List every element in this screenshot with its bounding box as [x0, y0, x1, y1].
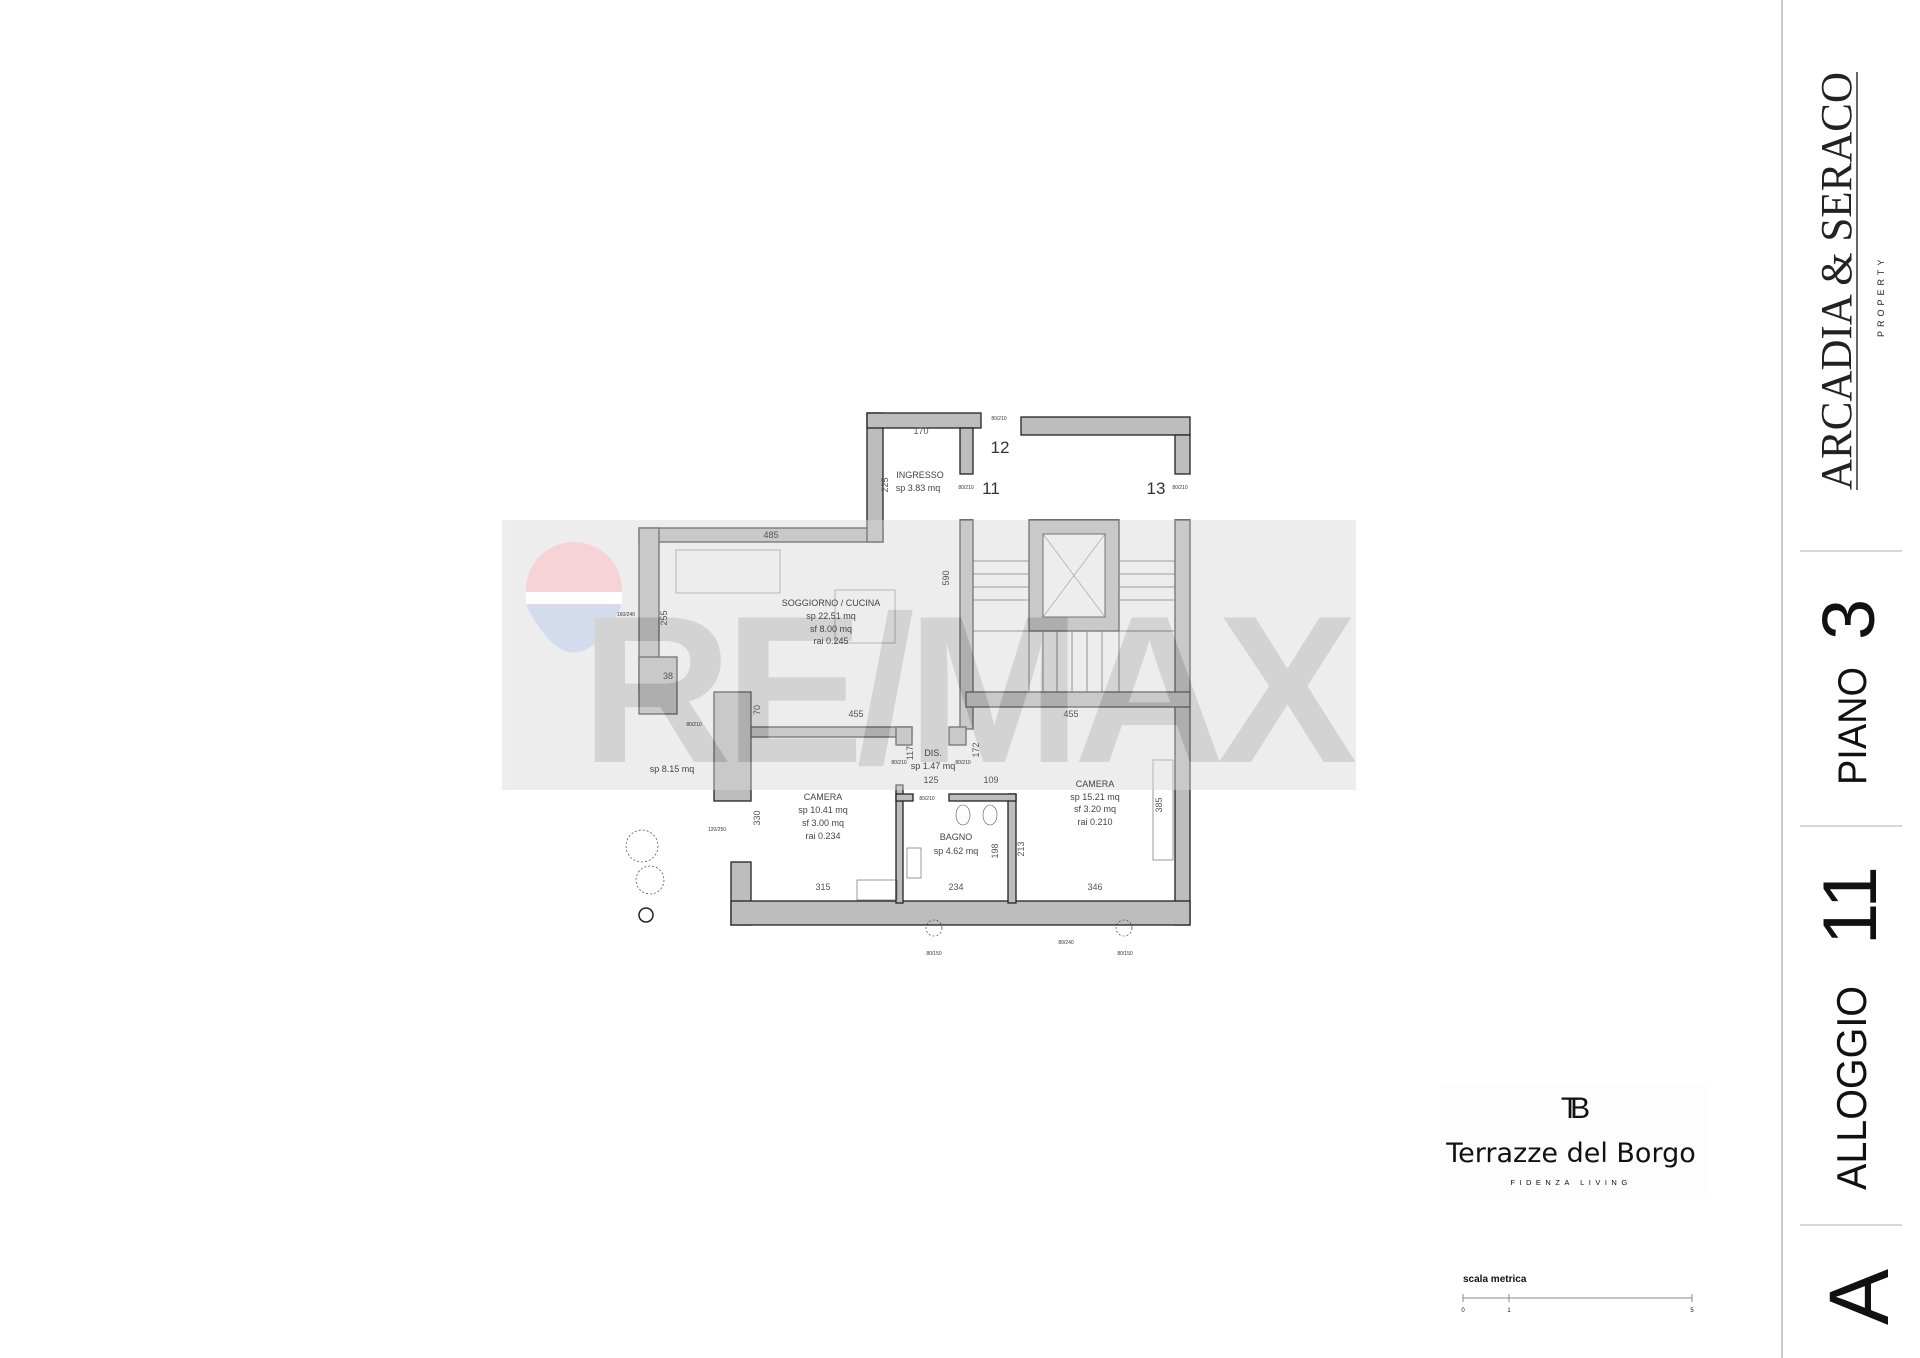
window-label: 80/240 [1058, 940, 1074, 946]
dimension-label: 125 [923, 775, 938, 785]
scale-tick: 0 [1461, 1308, 1465, 1314]
terrace-area: sp 8.15 mq [650, 764, 695, 774]
door-label: 80/210 [958, 485, 974, 491]
dimension-label: 330 [752, 810, 762, 825]
agency-logo-sub: PROPERTY [1876, 256, 1886, 337]
dimension-label: 172 [971, 742, 981, 757]
unit-value: 11 [1808, 866, 1893, 945]
dimension-label: 455 [848, 709, 863, 719]
unit-number-13: 13 [1147, 479, 1166, 498]
dimension-label: 70 [752, 705, 762, 715]
room-name-ingresso: INGRESSO [896, 470, 944, 480]
agency-logo-name: ARCADIA & SERACO [1812, 72, 1861, 490]
room-rai: rai 0.245 [813, 636, 848, 646]
dimension-label: 455 [1063, 709, 1078, 719]
furniture [638, 549, 1174, 923]
dimension-label: 255 [659, 610, 669, 625]
dimension-label: 590 [941, 570, 951, 585]
building-letter: A [1812, 1269, 1906, 1325]
door-label: 80/210 [891, 760, 907, 766]
room-name-soggiorno: SOGGIORNO / CUCINA [782, 598, 881, 608]
door-label: 80/210 [1172, 485, 1188, 491]
walls [638, 412, 1191, 926]
window-label: 80/150 [926, 951, 942, 957]
room-sf: sf 3.00 mq [802, 818, 844, 828]
window-label: 160/240 [617, 612, 635, 618]
room-area: sp 15.21 mq [1070, 792, 1120, 802]
terrazze-del-borgo-logo: TB Terrazze del Borgo FIDENZA LIVING [1439, 1084, 1708, 1194]
unit-number-12: 12 [991, 438, 1010, 457]
remax-watermark: RE/MAX [502, 520, 1364, 807]
logo-tagline: FIDENZA LIVING [1510, 1178, 1631, 1187]
watermark-text: RE/MAX [581, 572, 1357, 807]
dimension-label: 225 [880, 477, 890, 492]
dimension-label: 198 [990, 843, 1000, 858]
door-label: 80/210 [955, 760, 971, 766]
room-area: sp 4.62 mq [934, 846, 979, 856]
dimension-label: 213 [1016, 841, 1026, 856]
floor-label: PIANO [1831, 667, 1875, 785]
door-label: 80/210 [991, 416, 1007, 422]
door-label: 80/210 [919, 796, 935, 802]
room-name-camera: CAMERA [1076, 779, 1115, 789]
unit-label: ALLOGGIO [1828, 986, 1875, 1190]
room-sf: sf 3.20 mq [1074, 804, 1116, 814]
dimension-label: 117 [905, 746, 915, 760]
door-label: 80/210 [686, 722, 702, 728]
room-area: sp 10.41 mq [798, 805, 848, 815]
room-rai: rai 0.234 [805, 831, 840, 841]
scale-tick: 1 [1507, 1308, 1511, 1314]
room-area: sp 1.47 mq [911, 761, 956, 771]
room-area: sp 22.51 mq [806, 611, 856, 621]
dimension-label: 315 [815, 882, 830, 892]
staircase [973, 560, 1175, 692]
dimension-label: 385 [1154, 797, 1164, 812]
window-label: 80/150 [1117, 951, 1133, 957]
unit-number-11: 11 [982, 479, 1000, 498]
scale-tick: 5 [1690, 1308, 1694, 1314]
room-area: sp 3.83 mq [896, 483, 941, 493]
balloon-icon [526, 542, 622, 638]
dimension-label: 170 [913, 426, 928, 436]
dimension-label: 38 [663, 671, 673, 681]
room-sf: sf 8.00 mq [810, 624, 852, 634]
dimension-label: 485 [763, 530, 778, 540]
scale-bar: scala metrica 0 1 5 [1461, 1274, 1694, 1314]
plant-icon [625, 829, 1133, 937]
side-panel: ARCADIA & SERACO PROPERTY PIANO 3 ALLOGG… [1781, 0, 1906, 1358]
room-name-bagno: BAGNO [940, 832, 973, 842]
room-rai: rai 0.210 [1077, 817, 1112, 827]
floor-value: 3 [1807, 599, 1890, 640]
logo-name: Terrazze del Borgo [1445, 1138, 1696, 1169]
dimension-label: 109 [983, 775, 998, 785]
room-name-camera: CAMERA [804, 792, 843, 802]
plan-labels: 12 11 13 80/210 80/210 80/210 80/210 80/… [617, 416, 1188, 957]
window-label: 120/250 [708, 827, 726, 833]
room-name-dis: DIS. [924, 748, 942, 758]
scale-bar-label: scala metrica [1463, 1274, 1527, 1285]
dimension-label: 234 [948, 882, 963, 892]
dimension-label: 346 [1087, 882, 1102, 892]
